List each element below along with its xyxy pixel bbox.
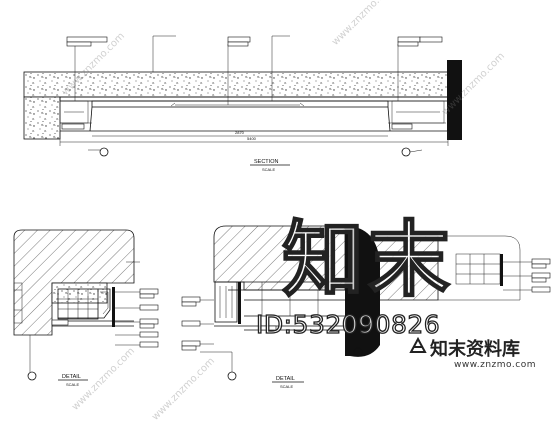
detail-right-slab [213, 225, 346, 291]
detail-right-grid-bubble-2 [353, 347, 363, 357]
detail-left-fill [51, 282, 108, 304]
section-drawing: 2870 5400 SECTION SCALE [23, 35, 462, 172]
note-tag [66, 36, 108, 43]
grid-bubble-left [99, 147, 109, 157]
section-scale: SCALE [262, 167, 275, 172]
suspended-ceiling [59, 96, 449, 102]
ceiling-recess [91, 100, 389, 108]
right-column [447, 60, 462, 140]
detail-left-title: DETAIL [62, 374, 81, 380]
ceiling-slab [23, 71, 461, 98]
dimension-overall: 5400 [247, 136, 257, 141]
detail-right-title: DETAIL [276, 376, 295, 382]
detail-left-slab [13, 229, 135, 336]
detail-left-strip [112, 287, 115, 327]
detail-left-drawing: DETAIL SCALE [13, 229, 159, 387]
detail-left-grid-bubble [27, 371, 37, 381]
detail-right-scale: SCALE [280, 384, 293, 389]
brand-watermark: 知末资料库 www.znzmo.com [430, 335, 556, 379]
brand-logo-icon [409, 336, 427, 353]
section-title: SECTION [254, 159, 278, 165]
watermark-logo-text: 知末 [281, 213, 455, 308]
grid-bubble-right [401, 147, 411, 157]
detail-right-drawing: DETAIL SCALE [181, 225, 551, 389]
left-wall [23, 96, 61, 140]
watermark-drawing-id: ID:532090826 [255, 309, 441, 339]
detail-right-column [345, 226, 380, 357]
detail-left-scale: SCALE [66, 382, 79, 387]
detail-right-grid-bubble [227, 371, 237, 381]
brand-url: www.znzmo.com [454, 360, 536, 370]
detail-right-strip [238, 282, 241, 324]
detail-right-strip-2 [500, 254, 503, 286]
brand-name: 知末资料库 [430, 339, 520, 360]
dimension-inner: 2870 [235, 130, 245, 135]
